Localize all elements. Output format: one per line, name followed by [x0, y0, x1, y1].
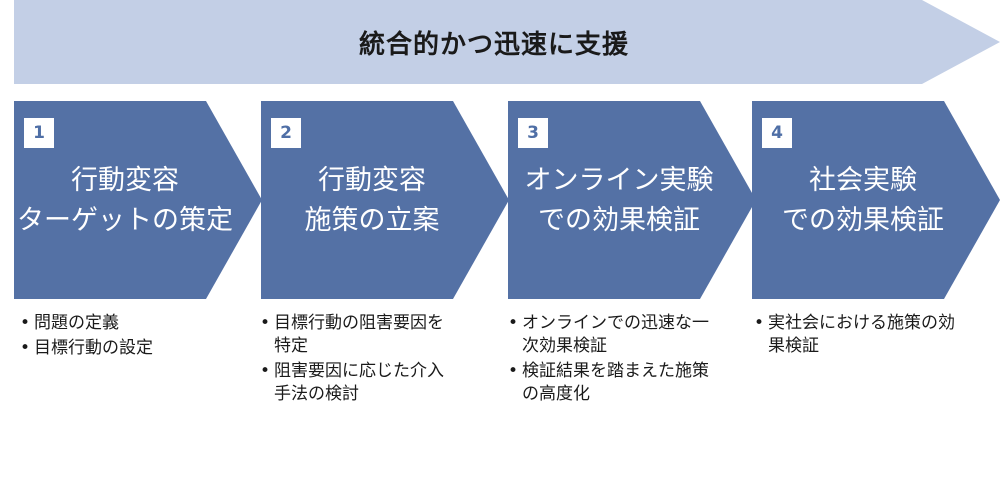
step-1-chevron-shape: [14, 101, 262, 299]
bullet-text: 果検証: [768, 336, 819, 356]
banner-arrow-shape: [14, 0, 1000, 84]
bullet-dot-icon: •: [20, 313, 31, 333]
bullet-text: 目標行動の設定: [34, 338, 153, 358]
step-3-title-line-1: オンライン実験: [524, 165, 714, 196]
bullet-dot-icon: •: [508, 361, 519, 381]
step-1-title-line-1: 行動変容: [71, 165, 179, 196]
step-1-bullet-1: • 問題の定義: [20, 312, 252, 335]
step-1-number: 1: [24, 118, 54, 148]
step-1-title-line-2: ターゲットの策定: [17, 205, 233, 236]
step-3-bullet-1: • オンラインでの迅速な一 次効果検証: [508, 312, 740, 358]
step-3-chevron-shape: [508, 101, 756, 299]
step-4-title-line-2: での効果検証: [782, 205, 944, 236]
step-3-number: 3: [518, 118, 548, 148]
step-4-bullets: • 実社会における施策の効 果検証: [754, 312, 986, 360]
step-4-chevron-shape: [752, 101, 1000, 299]
step-2-title: 行動変容 施策の立案: [261, 161, 483, 241]
step-2-title-line-1: 行動変容: [318, 165, 426, 196]
step-4-number: 4: [762, 118, 792, 148]
bullet-text: オンラインでの迅速な一: [522, 313, 709, 333]
step-4: 4 社会実験 での効果検証: [752, 101, 1000, 299]
step-1-title: 行動変容 ターゲットの策定: [14, 161, 236, 241]
step-2-title-line-2: 施策の立案: [304, 205, 440, 236]
bullet-text: 問題の定義: [34, 313, 119, 333]
step-2-bullets: • 目標行動の阻害要因を 特定 • 阻害要因に応じた介入 手法の検討: [260, 312, 492, 408]
bullet-text: 目標行動の阻害要因を: [274, 313, 444, 333]
step-3-title: オンライン実験 での効果検証: [508, 161, 730, 241]
bullet-dot-icon: •: [508, 313, 519, 333]
bullet-dot-icon: •: [20, 338, 31, 358]
step-1-bullet-2: • 目標行動の設定: [20, 337, 252, 360]
step-2-number: 2: [271, 118, 301, 148]
step-1-bullets: • 問題の定義 • 目標行動の設定: [20, 312, 252, 362]
banner-title: 統合的かつ迅速に支援: [358, 29, 629, 60]
bullet-text: 手法の検討: [274, 384, 359, 404]
bullet-text: 阻害要因に応じた介入: [274, 361, 444, 381]
step-3: 3 オンライン実験 での効果検証: [508, 101, 756, 299]
bullet-text: 実社会における施策の効: [768, 313, 955, 333]
bullet-text: 次効果検証: [522, 336, 607, 356]
step-4-title-line-1: 社会実験: [809, 165, 917, 196]
bullet-dot-icon: •: [260, 313, 271, 333]
bullet-text: の高度化: [522, 384, 590, 404]
step-2-bullet-1: • 目標行動の阻害要因を 特定: [260, 312, 492, 358]
step-4-bullet-1: • 実社会における施策の効 果検証: [754, 312, 986, 358]
step-3-bullets: • オンラインでの迅速な一 次効果検証 • 検証結果を踏まえた施策 の高度化: [508, 312, 740, 408]
step-2-chevron-shape: [261, 101, 509, 299]
bullet-dot-icon: •: [754, 313, 765, 333]
step-3-title-line-2: での効果検証: [538, 205, 700, 236]
step-2-bullet-2: • 阻害要因に応じた介入 手法の検討: [260, 360, 492, 406]
step-2: 2 行動変容 施策の立案: [261, 101, 509, 299]
step-3-bullet-2: • 検証結果を踏まえた施策 の高度化: [508, 360, 740, 406]
step-1: 1 行動変容 ターゲットの策定: [14, 101, 262, 299]
bullet-text: 特定: [274, 336, 308, 356]
process-banner: 統合的かつ迅速に支援: [14, 0, 1000, 84]
bullet-dot-icon: •: [260, 361, 271, 381]
bullet-text: 検証結果を踏まえた施策: [522, 361, 709, 381]
step-4-title: 社会実験 での効果検証: [752, 161, 974, 241]
